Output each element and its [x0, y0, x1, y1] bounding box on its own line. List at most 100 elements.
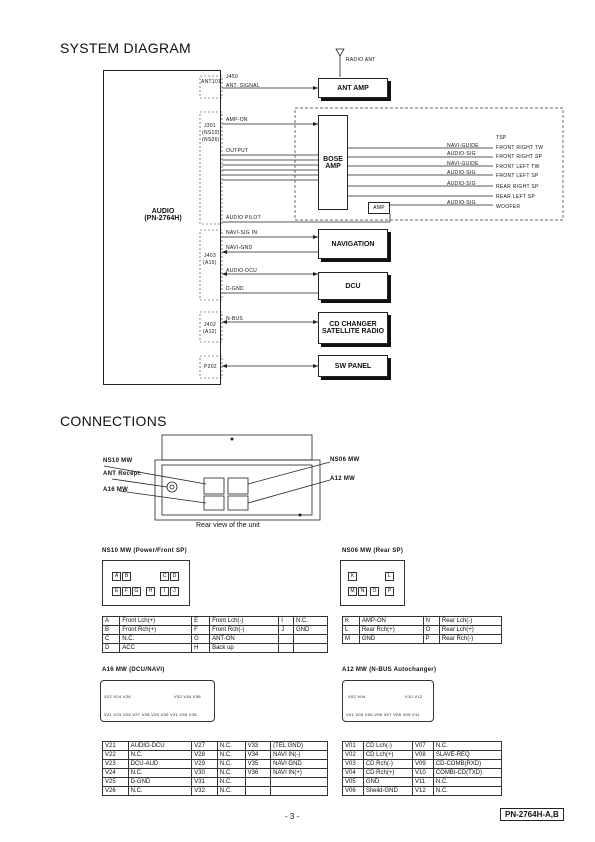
ns10-pin-H: H	[146, 587, 155, 596]
audio-label: AUDIO (PN-2764H)	[125, 208, 201, 222]
a16-table-cell: N.C.	[216, 741, 246, 751]
a16-table-cell: D-GND	[127, 777, 193, 787]
bose-in-3: NAVI-GUIDE	[447, 161, 479, 167]
ns10-table-cell: C	[101, 634, 121, 644]
a16-table-cell: V22	[102, 750, 129, 760]
ns10-table-cell: Front Lch(+)	[119, 616, 193, 626]
ns10-table-cell	[292, 634, 329, 644]
a12-table-cell: N.C.	[432, 741, 503, 751]
ns10-table-cell	[278, 643, 294, 653]
audio-model: (PN-2764H)	[144, 215, 182, 222]
ns10-table-cell: I	[278, 616, 294, 626]
ns10-table-cell: Front Rch(-)	[209, 625, 280, 635]
ns10-label: NS10 MW	[103, 458, 133, 464]
ns10-table-cell: G	[191, 634, 211, 644]
ns06-table-cell: AMP-ON	[358, 616, 424, 626]
a16-table-cell: V25	[102, 777, 129, 787]
a16-table-cell: N.C.	[216, 759, 246, 769]
ns06-pin-L: L	[385, 572, 394, 581]
ns06-pin-K: K	[348, 572, 357, 581]
ns10-pin-F: F	[122, 587, 131, 596]
speaker-1: FRONT RIGHT TW	[496, 145, 544, 151]
ns10-table-cell: Back up	[209, 643, 280, 653]
a16-table-cell: V30	[191, 768, 218, 778]
a12-table-cell: N.C.	[432, 786, 503, 796]
a16-table-cell: NAVI IN(-)	[270, 750, 328, 760]
ns10-connector	[102, 560, 190, 606]
system-wiring	[199, 48, 564, 379]
navigation-box: NAVIGATION	[318, 229, 388, 259]
ns06-table-cell: N	[422, 616, 440, 626]
a12-table-cell: V07	[411, 741, 434, 751]
a16-table-cell: (TEL GND)	[270, 741, 328, 751]
speaker-2: FRONT RIGHT SP	[496, 154, 543, 160]
a16-table-cell: V24	[102, 768, 129, 778]
a12-table-cell: V03	[342, 759, 364, 769]
speaker-4: FRONT LEFT SP	[496, 173, 539, 179]
a16-table-cell: NAVI IN(+)	[270, 768, 328, 778]
audio-name: AUDIO	[151, 208, 175, 215]
ns06-pin-O: O	[370, 587, 379, 596]
bose-label: BOSE	[323, 155, 343, 163]
a12-table-cell: N.C.	[432, 777, 503, 787]
ns10-title: NS10 MW (Power/Front SP)	[102, 548, 187, 554]
sw-panel-box: SW PANEL	[318, 355, 388, 377]
a16-top-right: V32 V34 V36	[174, 694, 201, 699]
jack-j301-2: (NS10)	[202, 130, 220, 136]
ns06-table-cell: M	[342, 634, 360, 644]
signal-output: OUTPUT	[226, 148, 249, 154]
a12-table-cell: V01	[342, 741, 364, 751]
a12-top-left: V02 V04	[348, 694, 366, 699]
model-number: PN-2764H-A,B	[500, 808, 564, 821]
ns10-table-cell: N.C.	[292, 616, 329, 626]
ns06-table-cell: GND	[358, 634, 424, 644]
tsp-label: TSP	[496, 135, 507, 141]
signal-ant: ANT. SIGNAL	[226, 83, 260, 89]
a12-table-cell: V11	[411, 777, 434, 787]
ns06-title: NS06 MW (Rear SP)	[342, 548, 404, 554]
audio-unit	[103, 70, 221, 385]
a12-table-cell: CD Rch(-)	[362, 759, 413, 769]
a16-table-cell: V36	[244, 768, 272, 778]
ns10-pin-A: A	[112, 572, 121, 581]
ant-recept-label: ANT Recept.	[103, 471, 142, 477]
a12-label: A12 MW	[330, 476, 356, 482]
ns10-table-cell: D	[101, 643, 121, 653]
a12-table-cell: V10	[411, 768, 434, 778]
bose-amp-box: BOSE AMP	[318, 115, 348, 210]
jack-ant101: ANT101	[201, 79, 222, 85]
connections-title: CONNECTIONS	[60, 413, 167, 429]
ns10-table-cell: E	[191, 616, 211, 626]
cd-changer-box: CD CHANGER SATELLITE RADIO	[318, 312, 388, 344]
a16-table-cell: V23	[102, 759, 129, 769]
ns10-pin-E: E	[112, 587, 121, 596]
a12-table-cell: GND	[362, 777, 413, 787]
a16-table-cell	[244, 777, 272, 787]
a16-table-cell: V34	[244, 750, 272, 760]
speaker-3: FRONT LEFT TW	[496, 164, 540, 170]
ns06-table-cell: L	[342, 625, 360, 635]
ns10-table-cell: GND	[292, 625, 329, 635]
a12-table-cell: V05	[342, 777, 364, 787]
a16-table-cell: V26	[102, 786, 129, 796]
a16-table-cell: V32	[191, 786, 218, 796]
ns10-table-cell: Front Rch(+)	[119, 625, 193, 635]
signal-audio-pilot: AUDIO PILOT	[226, 215, 261, 221]
ns06-table-cell: Rear Lch(+)	[438, 625, 503, 635]
jack-j402-2: (A12)	[203, 329, 217, 335]
signal-amp-on: AMP-ON	[226, 117, 248, 123]
a12-top-right: V10 V12	[405, 694, 423, 699]
a16-table-cell: NAVI GND	[270, 759, 328, 769]
ns06-table-cell: Rear Lch(-)	[438, 616, 503, 626]
ns10-table-cell: ANT-ON	[209, 634, 280, 644]
dcu-box: DCU	[318, 272, 388, 300]
ant-amp-box: ANT AMP	[318, 78, 388, 98]
